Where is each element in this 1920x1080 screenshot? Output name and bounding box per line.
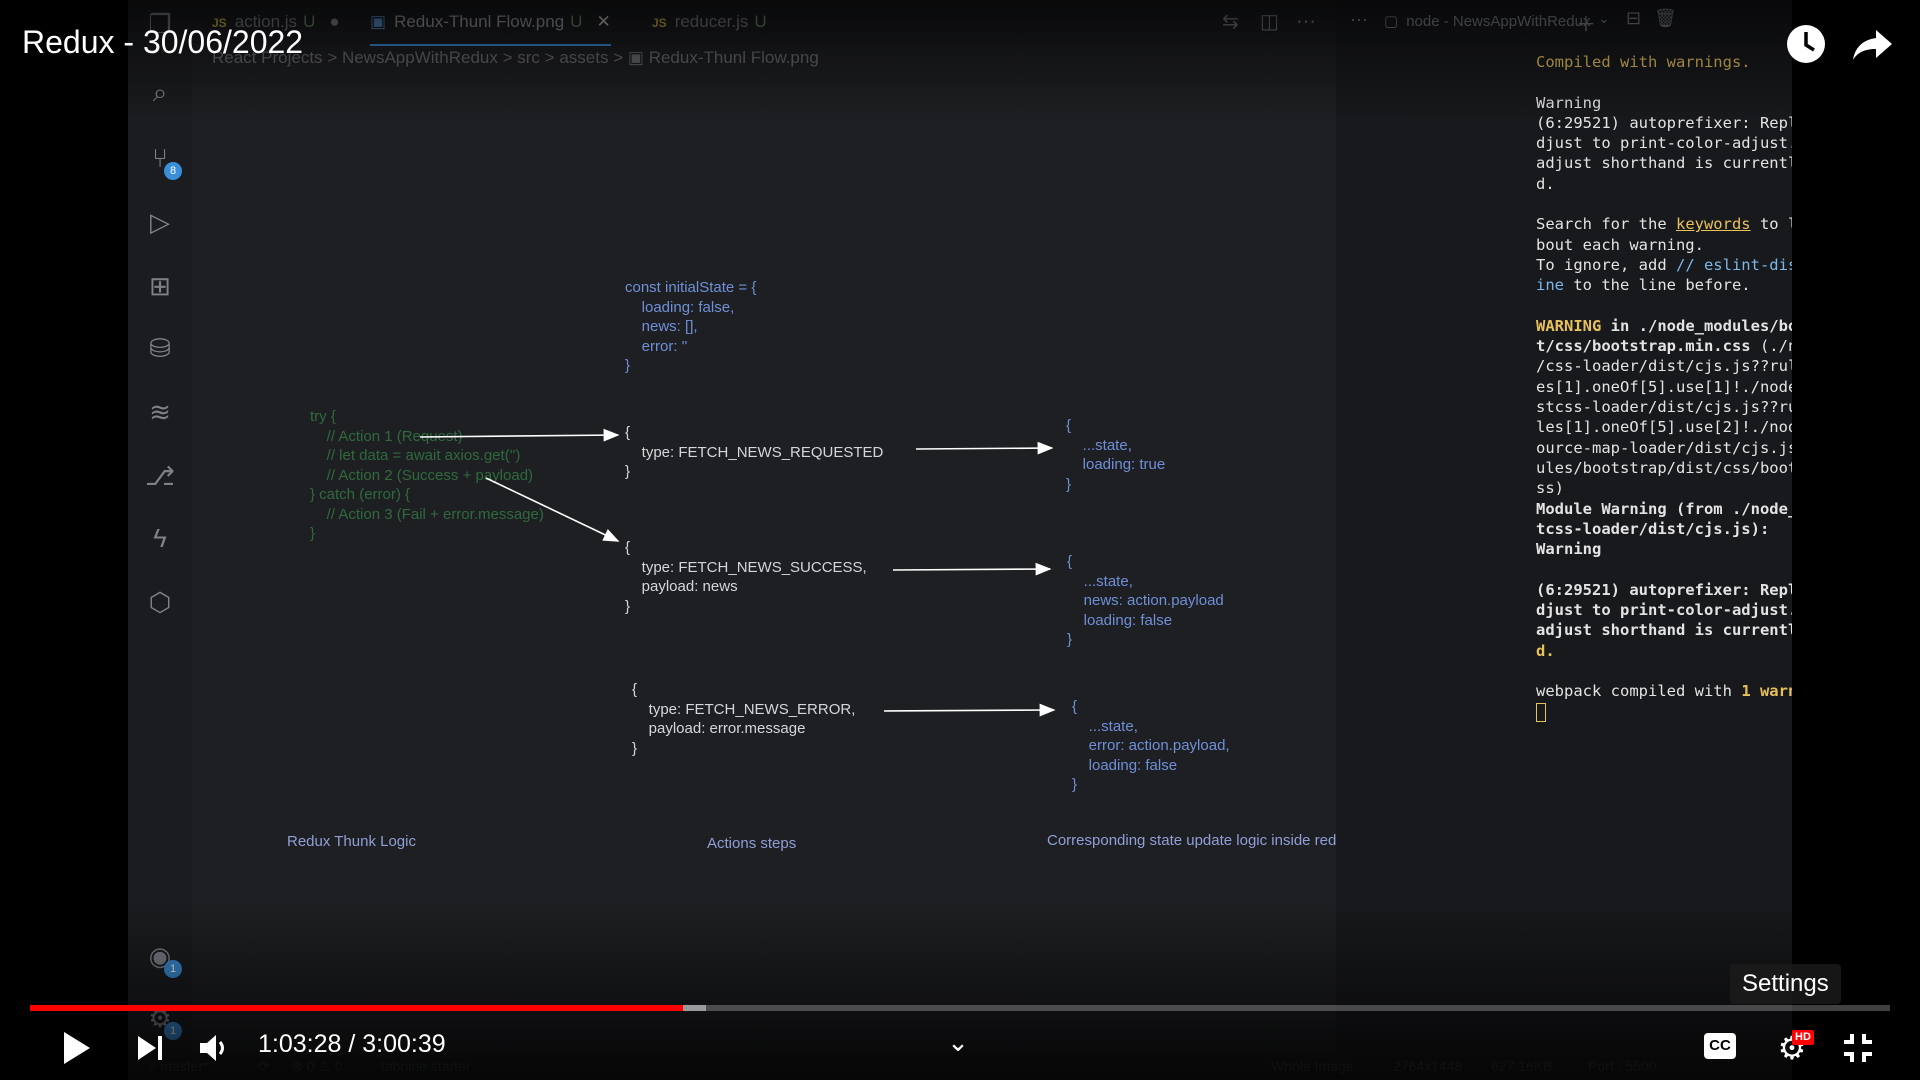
tabnine-status[interactable]: tabnine starter	[381, 1058, 471, 1074]
compare-icon[interactable]: ⇆	[1222, 11, 1239, 33]
source-control-icon[interactable]: ⑂8	[142, 140, 182, 180]
cube-icon[interactable]: ⬡	[148, 587, 172, 617]
split-editor-icon[interactable]: ◫	[1260, 11, 1279, 33]
state-success-block: { ...state, news: action.payload loading…	[1067, 553, 1224, 648]
arrow-requested-state	[915, 441, 1054, 455]
arrow-success	[485, 477, 620, 542]
time-display: 1:03:28 / 3:00:39	[258, 1030, 446, 1058]
image-mode-status[interactable]: Whole Image	[1271, 1058, 1354, 1074]
terminal-output[interactable]: Compiled with warnings. Warning (6:29521…	[1536, 52, 1792, 722]
database-icon[interactable]: ⛁	[149, 333, 171, 363]
accounts-badge: 1	[164, 960, 182, 978]
terminal-icon: ▢	[1384, 13, 1399, 30]
caption-actions-steps: Actions steps	[707, 835, 797, 852]
split-terminal-icon[interactable]: ⊟	[1626, 8, 1642, 28]
action-success-block: { type: FETCH_NEWS_SUCCESS, payload: new…	[625, 539, 867, 615]
problems-status[interactable]: ⊗ 0 ⚠ 0	[291, 1058, 343, 1074]
settings-tooltip: Settings	[1730, 964, 1841, 1004]
trash-icon[interactable]: 🗑	[1654, 8, 1677, 28]
js-file-icon: JS	[652, 16, 667, 30]
terminal-title[interactable]: ▢node - NewsAppWithRedux	[1384, 13, 1591, 30]
port-status[interactable]: Port : 5500	[1588, 1058, 1657, 1074]
mute-button[interactable]	[192, 1026, 236, 1070]
chevron-down-icon[interactable]: ⌄	[947, 1027, 969, 1057]
extensions-icon[interactable]: ⊞	[149, 271, 171, 301]
skip-next-icon	[138, 1036, 162, 1060]
git-graph-icon[interactable]: ⎇	[145, 461, 175, 491]
terminal-panel: ⋯ ▢node - NewsAppWithRedux ＋ ⌄ ⊟ 🗑 Compi…	[1336, 0, 1792, 1080]
image-file-icon: ▣	[370, 12, 387, 31]
flow-arrows	[419, 428, 1056, 717]
progress-played	[30, 1005, 684, 1011]
activity-bar: ❐ ⌕ ⑂8 ▷ ⊞ ⛁ ≋ ⎇ ϟ ⬡ ◉1 ⚙1	[128, 0, 192, 1080]
hd-badge: HD	[1792, 1030, 1814, 1045]
unsaved-dot-icon: ●	[329, 12, 340, 31]
next-button[interactable]	[128, 1026, 172, 1070]
action-error-block: { type: FETCH_NEWS_ERROR, payload: error…	[632, 681, 856, 757]
layers-icon[interactable]: ≋	[149, 397, 171, 427]
terminal-cursor	[1536, 702, 1546, 722]
action-requested-block: { type: FETCH_NEWS_REQUESTED}	[625, 424, 884, 480]
image-size: 627.16KB	[1491, 1058, 1553, 1074]
caption-state-update: Corresponding state update logic inside …	[1047, 832, 1353, 849]
terminal-header: ⋯ ▢node - NewsAppWithRedux ＋ ⌄ ⊟ 🗑	[1336, 0, 1792, 44]
settings-button[interactable]: ⚙ HD	[1770, 1026, 1814, 1070]
arrow-success-state	[892, 562, 1052, 576]
close-tab-icon[interactable]: ✕	[596, 12, 611, 31]
search-icon[interactable]: ⌕	[152, 77, 168, 107]
volume-icon	[200, 1035, 224, 1061]
image-file-icon: ▣	[627, 48, 644, 67]
caption-thunk-logic: Redux Thunk Logic	[287, 833, 416, 850]
watch-later-button[interactable]	[1784, 22, 1828, 66]
initial-state-block: const initialState = { loading: false, n…	[625, 279, 757, 374]
image-dimensions: 2764x1448	[1393, 1058, 1463, 1074]
arrow-error-state	[883, 703, 1056, 717]
more-actions-icon[interactable]: ⋯	[1296, 11, 1316, 33]
cc-icon: CC	[1704, 1033, 1736, 1059]
new-terminal-icon[interactable]: ＋	[1576, 14, 1596, 36]
progress-bar[interactable]	[30, 1005, 1890, 1011]
chevron-down-icon[interactable]: ⌄	[1598, 10, 1610, 26]
time-current: 1:03:28	[258, 1030, 342, 1058]
sync-icon[interactable]: ⟳	[258, 1058, 270, 1074]
exit-fullscreen-button[interactable]	[1836, 1026, 1880, 1070]
video-title[interactable]: Redux - 30/06/2022	[22, 24, 304, 60]
source-control-badge: 8	[164, 162, 182, 180]
more-icon[interactable]: ⋯	[1350, 10, 1368, 30]
redux-thunk-flow-image: const initialState = { loading: false, n…	[192, 80, 1352, 1030]
arrow-request	[419, 428, 620, 442]
lightning-icon[interactable]: ϟ	[153, 523, 167, 553]
play-button[interactable]	[52, 1026, 96, 1070]
state-error-block: { ...state, error: action.payload, loadi…	[1072, 698, 1230, 793]
accounts-icon[interactable]: ◉1	[142, 938, 182, 978]
share-button[interactable]	[1850, 22, 1894, 66]
time-total: 3:00:39	[362, 1030, 446, 1058]
state-requested-block: { ...state, loading: true}	[1066, 417, 1166, 493]
clock-icon	[1787, 25, 1825, 63]
run-debug-icon[interactable]: ▷	[150, 207, 170, 237]
thunk-code-block: try { // Action 1 (Request) // let data …	[310, 408, 544, 542]
captions-button[interactable]: CC	[1702, 1030, 1738, 1062]
exit-fullscreen-icon	[1844, 1034, 1872, 1062]
share-arrow-icon	[1853, 30, 1892, 60]
play-icon	[64, 1032, 90, 1064]
